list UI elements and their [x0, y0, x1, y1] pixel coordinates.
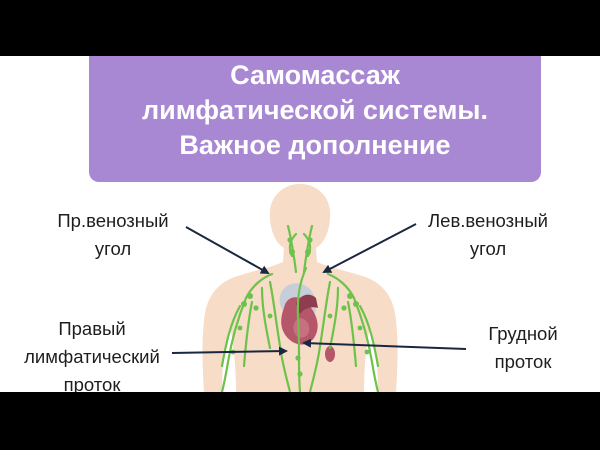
title-banner: Самомассаж лимфатической системы. Важное…	[89, 56, 541, 182]
arrow-right-venous-angle	[185, 226, 270, 274]
label-thoracic-duct-line1: Грудной	[488, 323, 558, 344]
label-right-lymphatic-duct-line3: проток	[63, 374, 121, 392]
image-frame: Самомассаж лимфатической системы. Важное…	[0, 56, 600, 392]
label-thoracic-duct-line2: проток	[494, 351, 552, 372]
title-line-2: лимфатической системы.	[142, 95, 488, 125]
lymphatic-system-figure	[171, 184, 467, 392]
label-left-venous-angle-line1: Лев.венозный	[428, 210, 548, 231]
label-thoracic-duct: Грудной проток	[470, 320, 576, 376]
label-right-venous-angle-line2: угол	[94, 238, 132, 259]
label-left-venous-angle-line2: угол	[469, 238, 507, 259]
arrow-right-lymphatic-duct	[171, 346, 288, 356]
spleen	[325, 346, 335, 362]
title-line-1: Самомассаж	[230, 60, 400, 90]
arrow-left-venous-angle	[322, 223, 417, 273]
label-right-lymphatic-duct-line1: Правый	[58, 318, 126, 339]
arrow-thoracic-duct	[302, 338, 467, 350]
lymph-nodes	[230, 237, 370, 377]
title-line-3: Важное дополнение	[179, 130, 451, 160]
label-right-venous-angle-line1: Пр.венозный	[57, 210, 169, 231]
label-right-lymphatic-duct-line2: лимфатический	[24, 346, 160, 367]
label-right-venous-angle: Пр.венозный угол	[38, 207, 188, 263]
pointer-arrows	[171, 223, 467, 356]
label-left-venous-angle: Лев.венозный угол	[402, 207, 574, 263]
label-right-lymphatic-duct: Правый лимфатический проток	[0, 315, 184, 392]
